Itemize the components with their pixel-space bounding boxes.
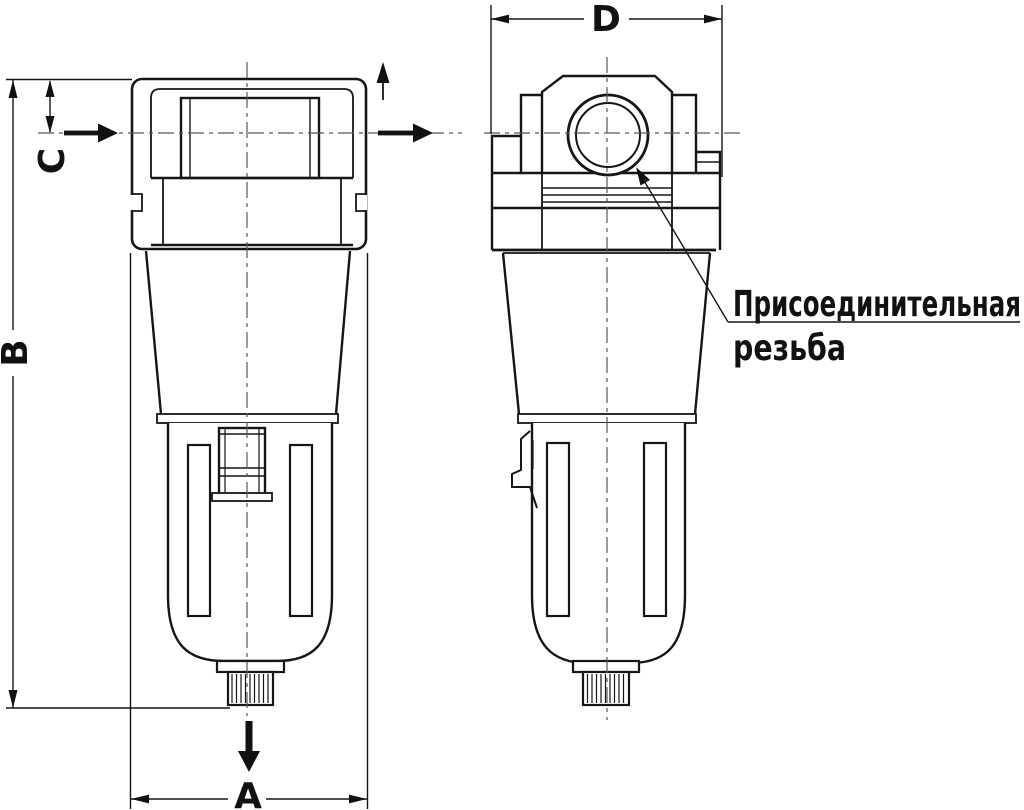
dim-label-a: A <box>234 776 262 810</box>
drain-flange <box>571 659 641 674</box>
notch-left-gap <box>129 195 135 210</box>
side-tab-left <box>519 93 542 173</box>
port-boss-pentagon <box>540 74 674 173</box>
dimension-b <box>6 78 230 709</box>
flow-arrows <box>64 62 433 772</box>
dim-label-c: C <box>32 148 73 174</box>
dim-label-d: D <box>591 0 621 40</box>
side-head-left-edge <box>490 134 521 250</box>
side-outlet-boss <box>696 150 722 250</box>
side-sight-slot-left <box>545 441 571 618</box>
drain-down-arrow-icon <box>238 721 260 772</box>
element-outer <box>217 426 267 501</box>
arrowhead-right-icon <box>349 794 367 804</box>
front-sight-slot-right <box>288 443 314 618</box>
mounting-bracket <box>511 430 538 509</box>
annotation-line2: резьба <box>733 328 846 369</box>
front-sight-slot-left <box>186 443 212 618</box>
annotation-leader <box>636 167 1020 323</box>
leader-line <box>642 178 729 323</box>
front-taper-left <box>144 250 163 415</box>
front-head-window <box>179 96 321 180</box>
drain-knurl-lines <box>586 674 625 703</box>
dimension-a <box>129 253 369 809</box>
dimension-c <box>45 80 55 133</box>
outlet-flow-arrow-icon <box>378 123 433 143</box>
port-outer-circle <box>566 93 650 177</box>
side-taper-left <box>501 252 521 415</box>
arrowhead-up-icon <box>8 80 18 98</box>
element-base <box>211 492 273 502</box>
arrowhead-up-icon <box>45 80 55 97</box>
side-sight-slot-right <box>642 441 668 618</box>
annotation-line1: Присоединительная <box>733 284 1021 325</box>
dimension-d <box>490 5 723 177</box>
inlet-flow-arrow-icon <box>64 123 118 143</box>
dim-label-b: B <box>0 339 36 366</box>
arrowhead-down-icon <box>45 116 55 133</box>
arrowhead-left-icon <box>491 14 509 24</box>
side-drain-knob <box>571 659 641 707</box>
side-taper-right <box>693 252 712 415</box>
arrowhead-down-icon <box>8 690 18 708</box>
arrowhead-right-icon <box>704 14 722 24</box>
drain-knurl-lines <box>231 674 269 703</box>
notch-right <box>355 193 367 212</box>
drain-flange <box>215 659 286 674</box>
notch-right-gap <box>361 195 367 210</box>
leader-arrowhead-icon <box>636 167 650 186</box>
port-inner-circle <box>575 102 641 168</box>
front-head-inner-edge <box>150 88 354 178</box>
front-view <box>129 77 368 707</box>
notch-left <box>131 193 143 212</box>
filter-element <box>211 426 273 502</box>
vent-up-arrow-icon <box>376 62 390 100</box>
side-tab-right <box>672 93 698 173</box>
front-drain-knob <box>215 659 286 707</box>
arrowhead-left-icon <box>131 794 149 804</box>
front-taper-right <box>334 250 352 415</box>
side-view <box>490 74 722 707</box>
